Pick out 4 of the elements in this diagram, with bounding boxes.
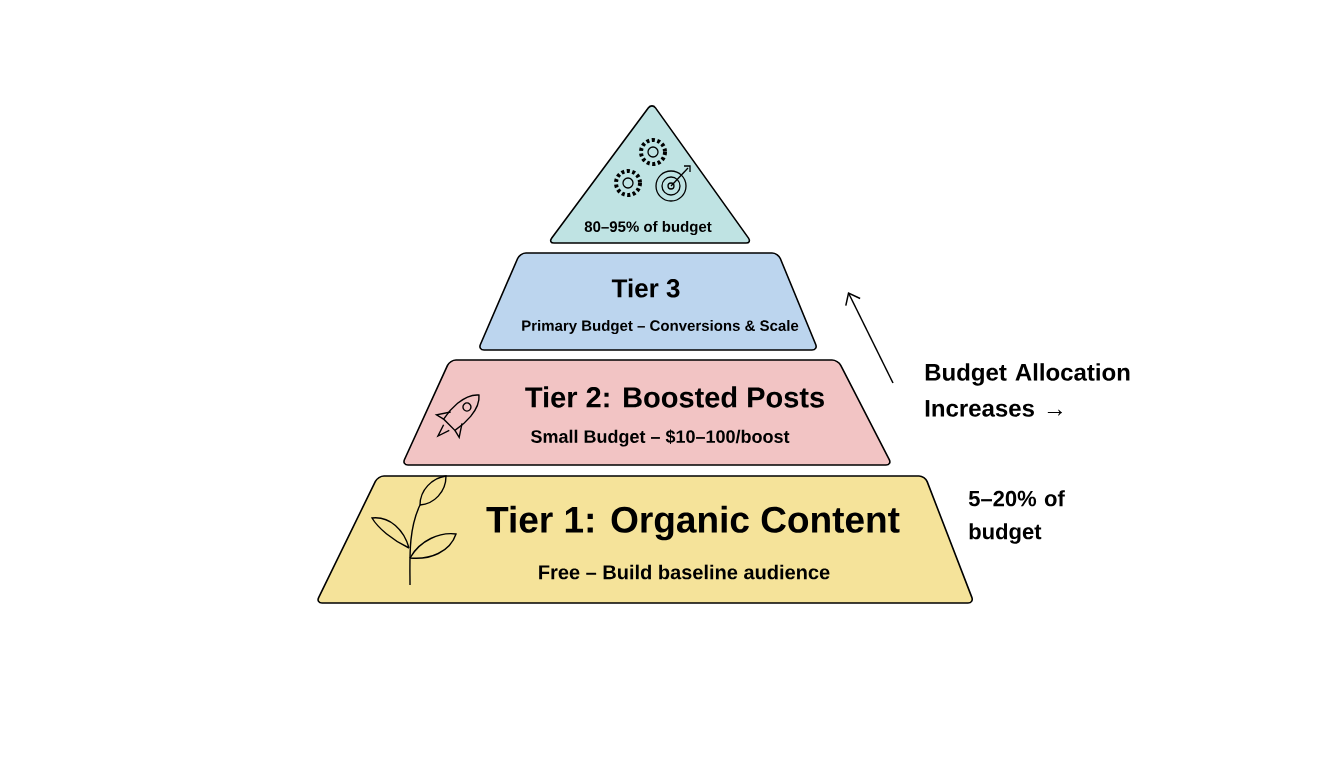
side-note: Budget Allocation Increases → [925,363,1130,417]
pyramid-tier: 80–95% of budget [549,105,751,244]
pyramid-tier: Tier 2: Boosted Posts Small Budget – $10–100/boost [403,359,891,466]
pyramid-tier: Tier 3 Primary Budget – Conversions & Scale [479,252,817,351]
